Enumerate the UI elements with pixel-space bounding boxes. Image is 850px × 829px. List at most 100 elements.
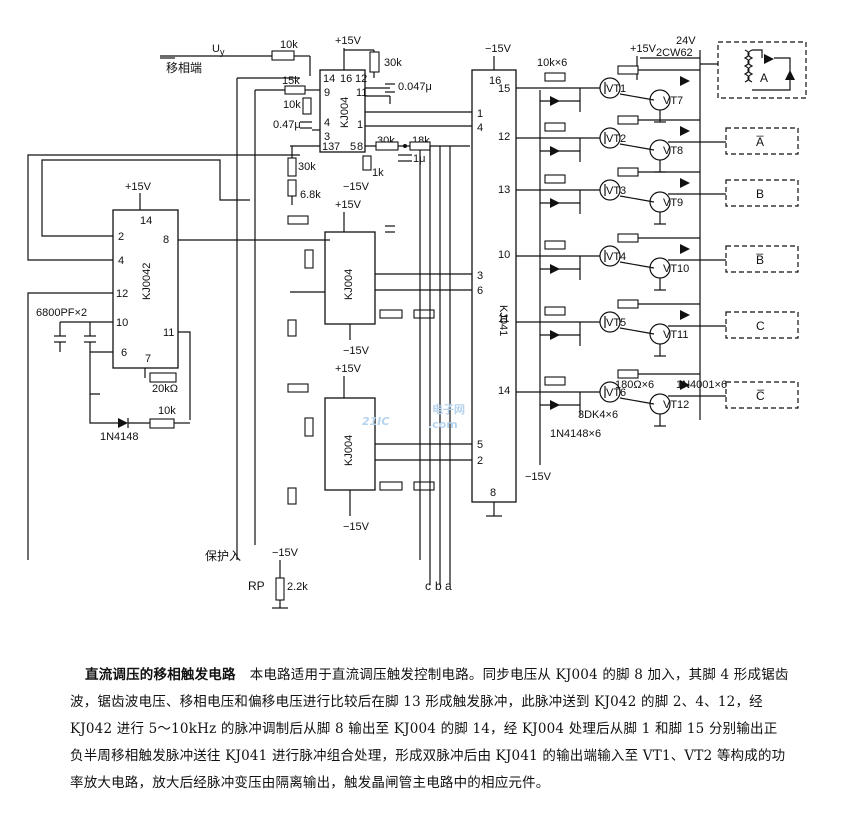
r10kx6-label: 10k×6: [537, 57, 567, 69]
transistor-npn: [599, 127, 621, 149]
pin-label: 6: [477, 285, 483, 297]
pin-label: 12: [116, 288, 128, 300]
pin-label: 3: [324, 131, 330, 143]
resistor-6-8k: [287, 179, 297, 197]
c6800-label: 6800PF×2: [36, 307, 87, 319]
r20k-label: 20kΩ: [152, 383, 178, 395]
pin-label: 1: [477, 108, 483, 120]
diode-1n4001-row: [680, 126, 690, 136]
resistor-10k: [271, 50, 295, 61]
c1u-label: 1μ: [413, 153, 425, 165]
resistor-180-row: [617, 65, 639, 75]
r30k-top-label: 30k: [384, 57, 402, 69]
transistor-npn: [599, 245, 621, 267]
d1n4001x6-label: 1N4001×6: [676, 379, 727, 391]
wire: [619, 143, 655, 151]
transistor-npn: [599, 179, 621, 201]
diode-out-a2: [785, 70, 795, 80]
transistor-label: VT9: [663, 197, 683, 209]
caption-title: 直流调压的移相触发电路: [85, 667, 236, 683]
output-label: B̅: [756, 253, 764, 267]
pin-label: 3: [477, 270, 483, 282]
supply-neg-kj041: −15V: [485, 43, 512, 55]
wire: [619, 261, 655, 269]
resistor-30k-b: [287, 157, 297, 177]
watermark-logo: 21IC: [362, 415, 389, 428]
c047-label: 0.47μ: [273, 119, 301, 131]
supply-neg-b: −15V: [343, 345, 370, 357]
supply-pos-top: +15V: [335, 35, 362, 47]
resistor-180-row: [617, 167, 639, 177]
uy-label: Uy: [212, 43, 225, 57]
resistor-30k-c: [375, 141, 399, 151]
caption-body: 本电路适用于直流调压触发控制电路。同步电压从 KJ004 的脚 8 加入，其脚 …: [70, 667, 789, 791]
supply-neg-rp: −15V: [272, 547, 299, 559]
resistor-18k: [409, 141, 431, 151]
d3dk4x6-label: 3DK4×6: [578, 409, 618, 421]
diode-1n4148: [118, 418, 128, 428]
resistor-b3: [287, 319, 297, 337]
pin-label: 14: [140, 215, 152, 227]
resistor-10k-c: [149, 418, 175, 429]
resistor-180-row: [617, 369, 639, 379]
output-label: C: [756, 319, 765, 333]
supply-pos-out: +15V: [630, 43, 657, 55]
pin-label: 14: [323, 73, 335, 85]
pin-label: 11: [356, 87, 367, 99]
resistor-10k-row: [544, 174, 566, 184]
pulse-transformer-box: [725, 245, 799, 273]
wire: [619, 195, 655, 203]
supply-neg-out: −15V: [525, 471, 552, 483]
output-label: B: [756, 187, 764, 201]
diode-1n4001-row: [680, 76, 690, 86]
wire: [619, 397, 655, 405]
transistor-npn: [599, 381, 621, 403]
transistor-label: VT11: [663, 329, 688, 341]
pulse-transformer-box: [725, 127, 799, 155]
transistor-npn: [599, 311, 621, 333]
transistor-label: VT5: [606, 317, 626, 329]
transistor-label: VT1: [606, 83, 626, 95]
rp-label: RP: [248, 579, 265, 593]
transistor-label: VT12: [663, 399, 689, 411]
kj042-label: KJ0042: [141, 263, 153, 300]
resistor-180-row: [617, 233, 639, 243]
phase-shift-terminal-label: 移相端: [166, 61, 202, 75]
pin-label: 5: [477, 439, 483, 451]
r30k-b-label: 30k: [298, 161, 316, 173]
r1k-label: 1k: [372, 167, 384, 179]
supply-neg-c: −15V: [343, 521, 370, 533]
transistor-label: VT10: [663, 263, 689, 275]
d1n4148-label: 1N4148: [100, 431, 139, 443]
transistor-label: VT6: [606, 387, 626, 399]
supply-pos-c: +15V: [335, 363, 362, 375]
pulse-transformer-a: [717, 41, 807, 99]
kj004-b-label: KJ004: [343, 269, 355, 300]
transistor-label: VT4: [606, 251, 626, 263]
caption: 直流调压的移相触发电路本电路适用于直流调压触发控制电路。同步电压从 KJ004 …: [70, 662, 790, 797]
pin-label: 1: [357, 119, 363, 131]
output-label: A̅: [756, 135, 764, 149]
resistor-c2: [304, 417, 314, 437]
kj004-a-label: KJ004: [339, 97, 351, 128]
resistor-c1: [287, 383, 309, 393]
resistor-20k: [149, 372, 177, 383]
pin-label: 5: [350, 141, 356, 153]
resistor-b5: [413, 309, 435, 319]
resistor-c5: [413, 481, 435, 491]
pin-label: 4: [324, 117, 330, 129]
r15k-label: 15k: [282, 75, 300, 87]
resistor-b2: [304, 249, 314, 269]
pin-label: 15: [498, 83, 510, 95]
protect-input-label: 保护入: [205, 549, 241, 563]
diode-out-a: [764, 54, 774, 64]
kj004-chip-a: [319, 69, 366, 153]
resistor-10k-row: [544, 376, 566, 386]
resistor-10k-row: [544, 72, 566, 82]
pin-label: 12: [355, 73, 367, 85]
terminal-b: b: [435, 579, 442, 593]
terminal-c: c: [425, 579, 431, 593]
kj004-c-label: KJ004: [343, 435, 355, 466]
pin-label: 6: [121, 347, 127, 359]
resistor-b4: [379, 309, 403, 319]
